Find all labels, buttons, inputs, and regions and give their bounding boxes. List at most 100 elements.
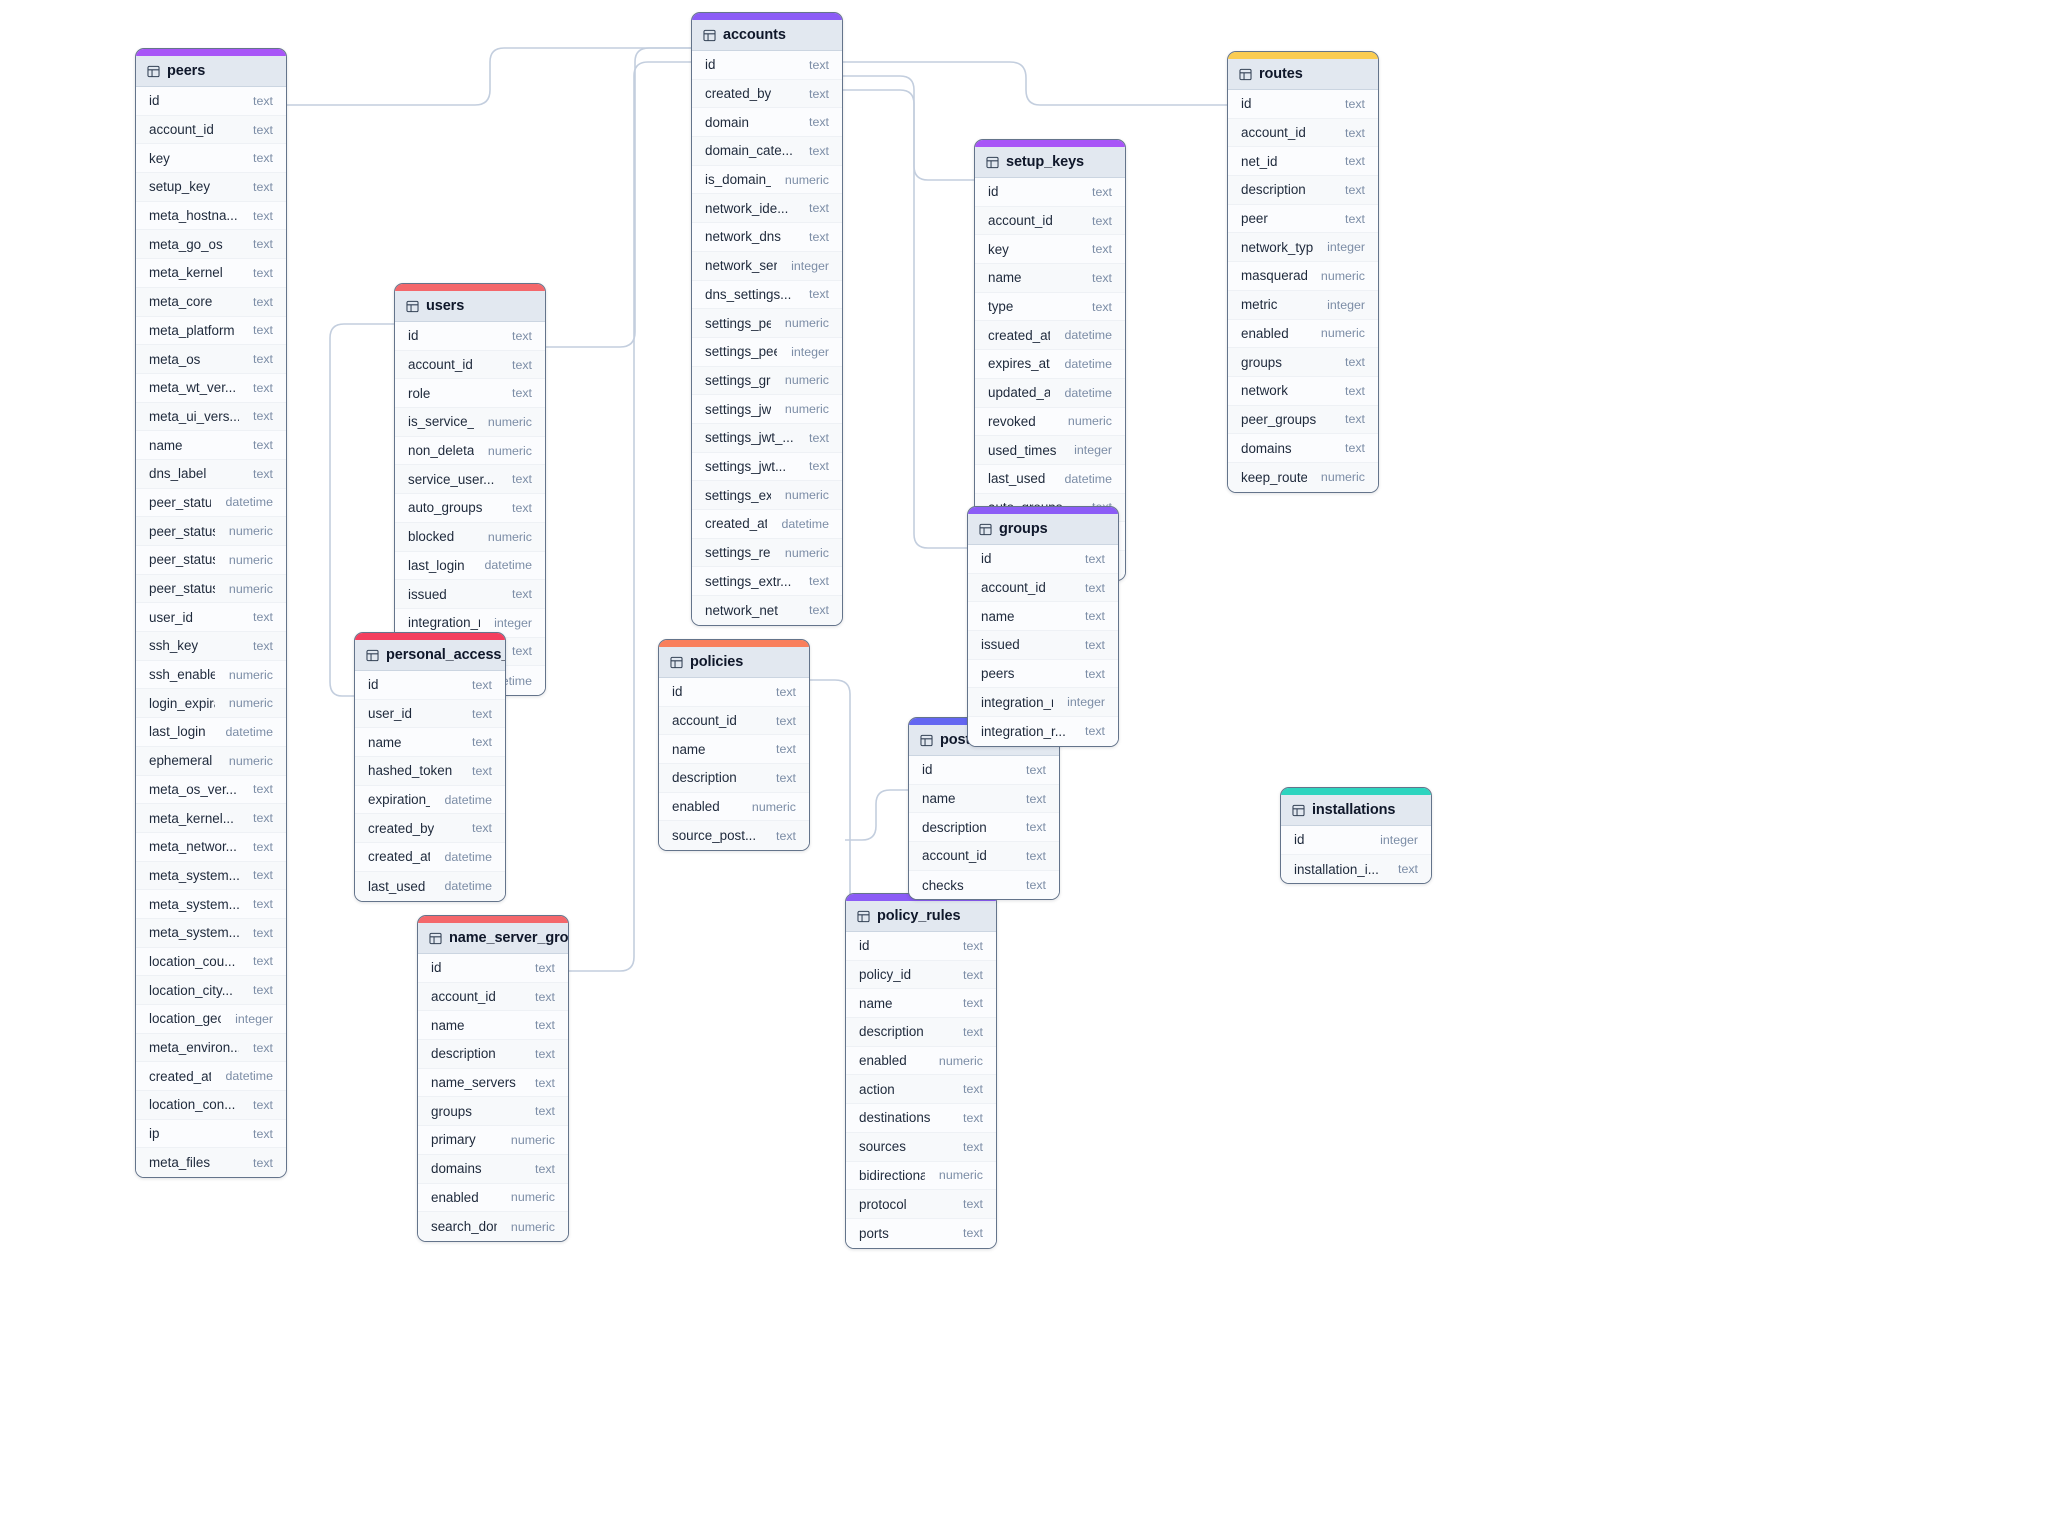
field-row[interactable]: meta_system...text (136, 861, 286, 891)
field-row[interactable]: meta_networ...text (136, 832, 286, 862)
field-row[interactable]: is_service_us...numeric (395, 408, 545, 437)
field-row[interactable]: installation_i...text (1281, 854, 1431, 884)
table-node-name_server_groups[interactable]: name_server_groupsidtextaccount_idtextna… (417, 915, 569, 1242)
field-row[interactable]: peer_status_...numeric (136, 574, 286, 604)
field-row[interactable]: service_user...text (395, 465, 545, 495)
field-row[interactable]: settings_pee...numeric (692, 309, 842, 338)
field-row[interactable]: settings_gro...numeric (692, 366, 842, 396)
field-row[interactable]: meta_ui_vers...text (136, 402, 286, 432)
field-row[interactable]: location_city...text (136, 976, 286, 1005)
field-row[interactable]: network_ide...text (692, 194, 842, 224)
field-row[interactable]: meta_system...text (136, 918, 286, 948)
table-header-personal_access_tokens[interactable]: personal_access_tokens (355, 640, 505, 671)
field-row[interactable]: location_geo...integer (136, 1005, 286, 1034)
field-row[interactable]: peer_status_...numeric (136, 517, 286, 546)
field-row[interactable]: is_domain_pr...numeric (692, 165, 842, 195)
field-row[interactable]: meta_os_ver...text (136, 775, 286, 805)
field-row[interactable]: meta_environ...text (136, 1033, 286, 1063)
table-header-setup_keys[interactable]: setup_keys (975, 147, 1125, 178)
field-row[interactable]: non_deletablenumeric (395, 436, 545, 466)
table-header-users[interactable]: users (395, 291, 545, 322)
field-row[interactable]: settings_jwt_...text (692, 423, 842, 453)
field-row[interactable]: location_con...text (136, 1091, 286, 1120)
field-row[interactable]: integration_r...integer (968, 688, 1118, 718)
field-row[interactable]: meta_kernel...text (136, 804, 286, 833)
field-row[interactable]: meta_wt_ver...text (136, 373, 286, 403)
field-row[interactable]: settings_jwt...text (692, 452, 842, 482)
field-row[interactable]: location_cou...text (136, 947, 286, 977)
field-row[interactable]: settings_reg...numeric (692, 538, 842, 568)
field-row[interactable]: settings_jwt_...numeric (692, 395, 842, 424)
table-header-name_server_groups[interactable]: name_server_groups (418, 923, 568, 954)
field-row[interactable]: source_post...text (659, 821, 809, 851)
table-header-accounts[interactable]: accounts (692, 20, 842, 51)
field-row[interactable]: network_serialinteger (692, 251, 842, 281)
